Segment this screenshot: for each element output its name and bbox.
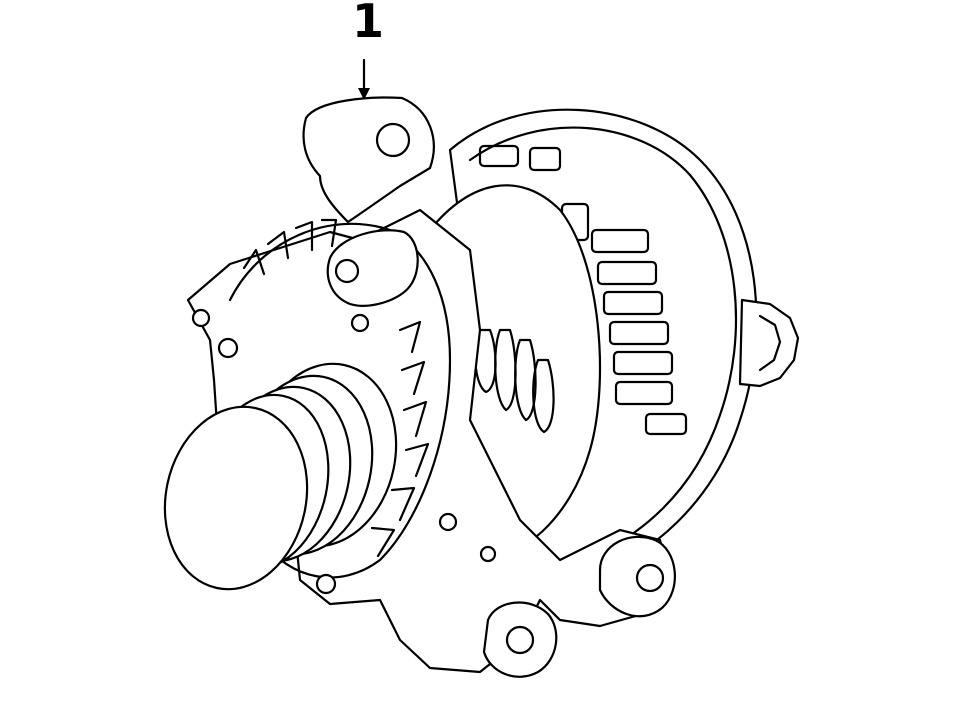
bracket-hole-3 [350,313,370,333]
rear-connector [738,298,800,388]
pulley [163,362,398,591]
fan-blades [242,218,430,558]
adjust-boss [326,229,419,307]
bracket-hole-5 [315,573,337,595]
mounting-hole-bottom [505,625,535,655]
mounting-ear-top [302,96,435,224]
front-fan-ring [228,222,452,579]
bracket-hole-4 [438,512,458,532]
callout-number-1: 1 [351,0,384,48]
mounting-hole-right [635,563,665,593]
adjust-boss-hole [334,258,360,284]
pulley-face [163,405,309,591]
callout-arrow [358,58,370,100]
alternator [163,96,800,678]
bracket-hole-6 [479,545,497,563]
mounting-hole-top [375,122,411,158]
bracket-hole-1 [191,308,211,328]
bracket-hole-2 [217,337,239,359]
rear-vent-slots [478,144,688,436]
